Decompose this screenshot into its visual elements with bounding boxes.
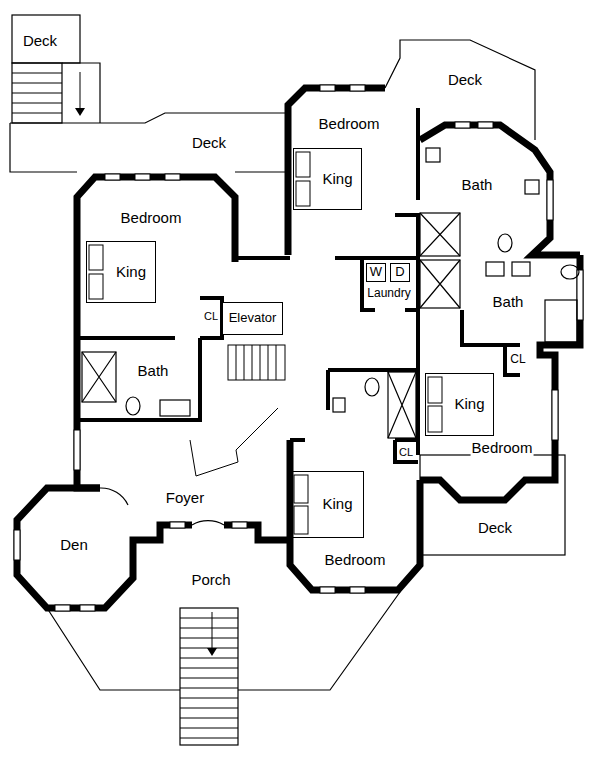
fixture-box: D (390, 263, 410, 282)
room-label: Deck (22, 33, 58, 50)
room-fixture-label: W (370, 265, 382, 279)
bed: King (291, 471, 364, 538)
bed-size: King (116, 264, 146, 281)
room-label: Deck (191, 135, 227, 152)
room-label: Porch (190, 572, 231, 589)
room-label: Den (59, 537, 89, 554)
room-label: Foyer (165, 490, 205, 507)
room-label: Bedroom (120, 210, 183, 227)
bed: King (86, 241, 156, 303)
fixture-box: Elevator (222, 302, 283, 335)
room-label: Bath (492, 294, 525, 311)
room-label: Laundry (366, 287, 411, 300)
room-fixture-label: D (395, 265, 404, 279)
room-fixture-label: Elevator (229, 311, 277, 325)
room-label: Bath (137, 363, 170, 380)
bed: King (293, 148, 362, 210)
room-label: CL (203, 310, 219, 322)
room-label: Bedroom (324, 552, 387, 569)
bed-size: King (454, 396, 484, 413)
room-label: CL (509, 353, 526, 366)
room-label: Deck (477, 520, 513, 537)
bed-size: King (322, 496, 352, 513)
room-label: Bedroom (471, 440, 534, 457)
fixture-box: W (366, 263, 386, 282)
room-label: CL (398, 446, 414, 458)
room-label: Bath (461, 177, 494, 194)
bed: King (425, 373, 494, 436)
room-label: Bedroom (318, 116, 381, 133)
room-label: Deck (447, 72, 483, 89)
bed-size: King (322, 171, 352, 188)
